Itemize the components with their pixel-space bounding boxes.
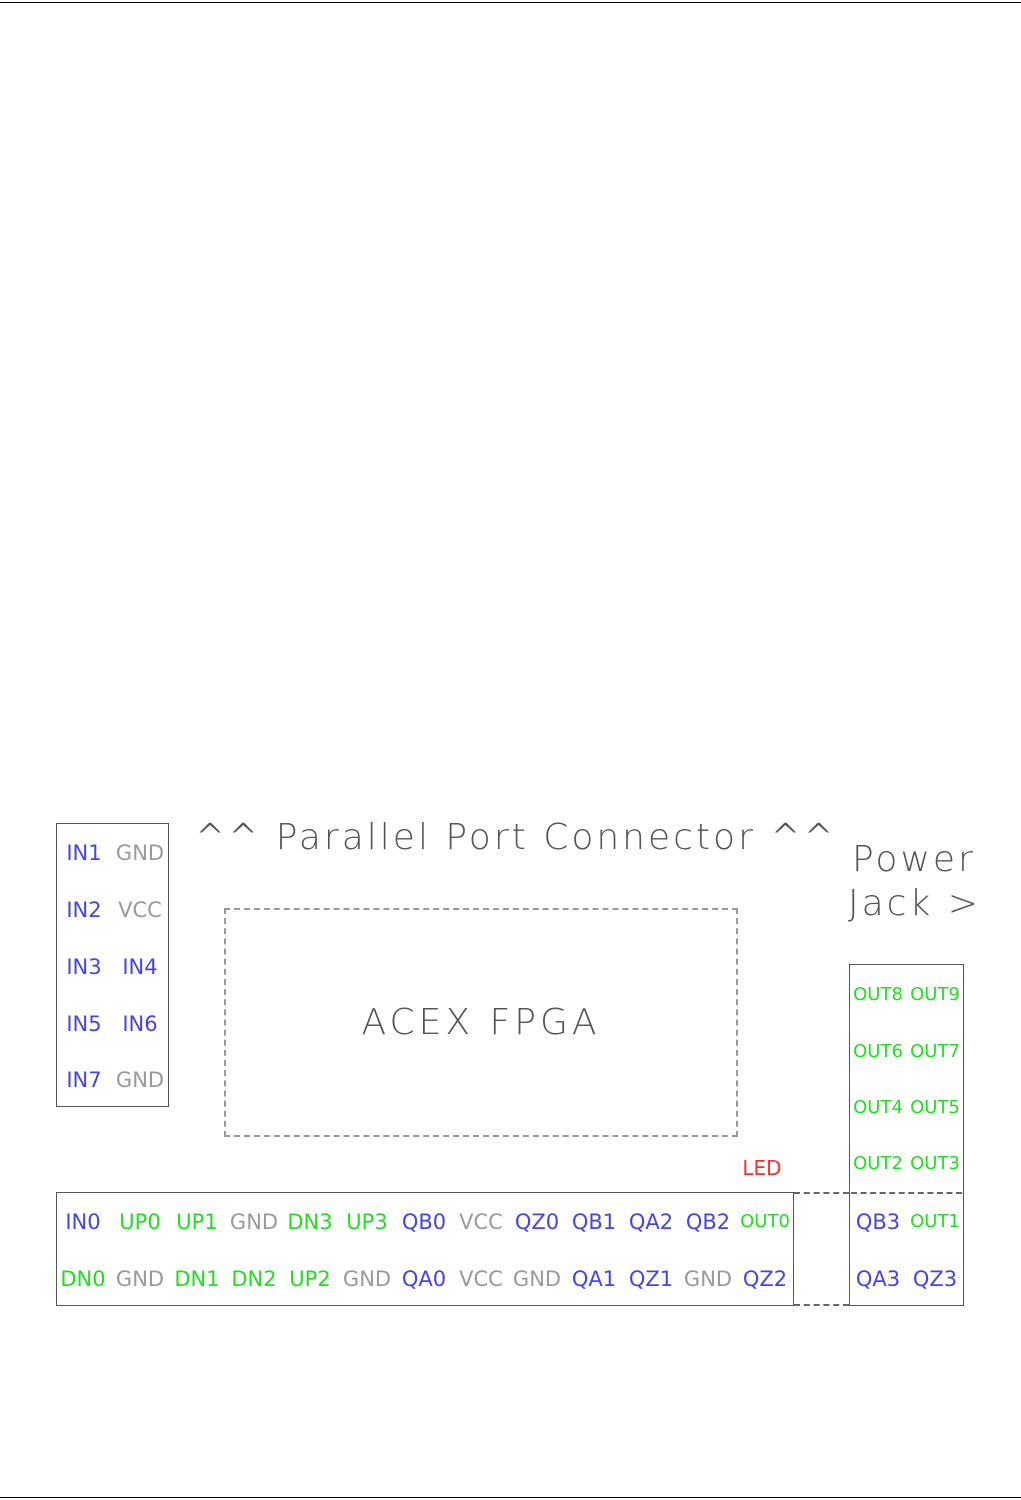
pin-label-gnd: GND [115, 1068, 165, 1092]
right-header-divider [851, 1192, 962, 1194]
connector-dash-top [794, 1192, 849, 1194]
pin-label-out1: OUT1 [910, 1211, 960, 1232]
pin-label-qa3: QA3 [855, 1267, 901, 1291]
pin-label-out6: OUT6 [853, 1041, 903, 1062]
pin-label-out9: OUT9 [910, 984, 960, 1005]
pin-label-gnd: GND [229, 1210, 279, 1234]
power-label: Power [852, 839, 976, 880]
pin-label-in7: IN7 [66, 1068, 102, 1092]
pin-label-in3: IN3 [66, 955, 102, 979]
pin-label-qb0: QB0 [401, 1210, 447, 1234]
pin-label-dn1: DN1 [174, 1267, 220, 1291]
pin-label-out0: OUT0 [740, 1211, 790, 1232]
pin-label-qz3: QZ3 [912, 1267, 958, 1291]
pin-label-qz2: QZ2 [742, 1267, 788, 1291]
pin-label-out2: OUT2 [853, 1153, 903, 1174]
pin-label-in1: IN1 [66, 841, 102, 865]
pin-label-in0: IN0 [65, 1210, 101, 1234]
pin-label-gnd: GND [115, 841, 165, 865]
pin-label-out4: OUT4 [853, 1097, 903, 1118]
pin-label-in2: IN2 [66, 898, 102, 922]
bottom-rule [0, 1497, 1021, 1498]
pin-label-gnd: GND [342, 1267, 392, 1291]
fpga-label: ACEX FPGA [361, 1002, 601, 1043]
pin-label-out5: OUT5 [910, 1097, 960, 1118]
pin-label-qb1: QB1 [571, 1210, 617, 1234]
pin-label-qa2: QA2 [628, 1210, 674, 1234]
pin-label-qa0: QA0 [401, 1267, 447, 1291]
bottom-header-box [56, 1192, 794, 1306]
pin-label-dn2: DN2 [231, 1267, 277, 1291]
pin-label-gnd: GND [512, 1267, 562, 1291]
pin-label-up1: UP1 [176, 1210, 218, 1234]
pin-label-in4: IN4 [122, 955, 158, 979]
pin-label-vcc: VCC [459, 1210, 503, 1234]
pin-label-out7: OUT7 [910, 1041, 960, 1062]
connector-dash-bottom [794, 1304, 849, 1306]
pin-label-vcc: VCC [118, 898, 162, 922]
led-label: LED [742, 1156, 782, 1180]
pin-label-in6: IN6 [122, 1012, 158, 1036]
pin-label-up2: UP2 [289, 1267, 331, 1291]
pin-label-qb3: QB3 [855, 1210, 901, 1234]
parallel-port-label: ^^ Parallel Port Connector ^^ [195, 817, 837, 858]
pin-label-qz0: QZ0 [514, 1210, 560, 1234]
pin-label-dn0: DN0 [60, 1267, 106, 1291]
left-header-box [56, 823, 169, 1107]
fpga-outline [224, 908, 738, 1137]
pin-label-gnd: GND [683, 1267, 733, 1291]
jack-label: Jack > [848, 883, 981, 924]
pin-label-qa1: QA1 [571, 1267, 617, 1291]
pin-label-gnd: GND [115, 1267, 165, 1291]
pin-label-qz1: QZ1 [628, 1267, 674, 1291]
pin-label-up3: UP3 [346, 1210, 388, 1234]
pin-label-in5: IN5 [66, 1012, 102, 1036]
pin-label-vcc: VCC [459, 1267, 503, 1291]
pin-label-qb2: QB2 [685, 1210, 731, 1234]
pin-label-out8: OUT8 [853, 984, 903, 1005]
pin-label-out3: OUT3 [910, 1153, 960, 1174]
right-header-box [849, 964, 964, 1306]
top-rule [0, 2, 1021, 3]
pin-label-dn3: DN3 [287, 1210, 333, 1234]
pin-label-up0: UP0 [119, 1210, 161, 1234]
